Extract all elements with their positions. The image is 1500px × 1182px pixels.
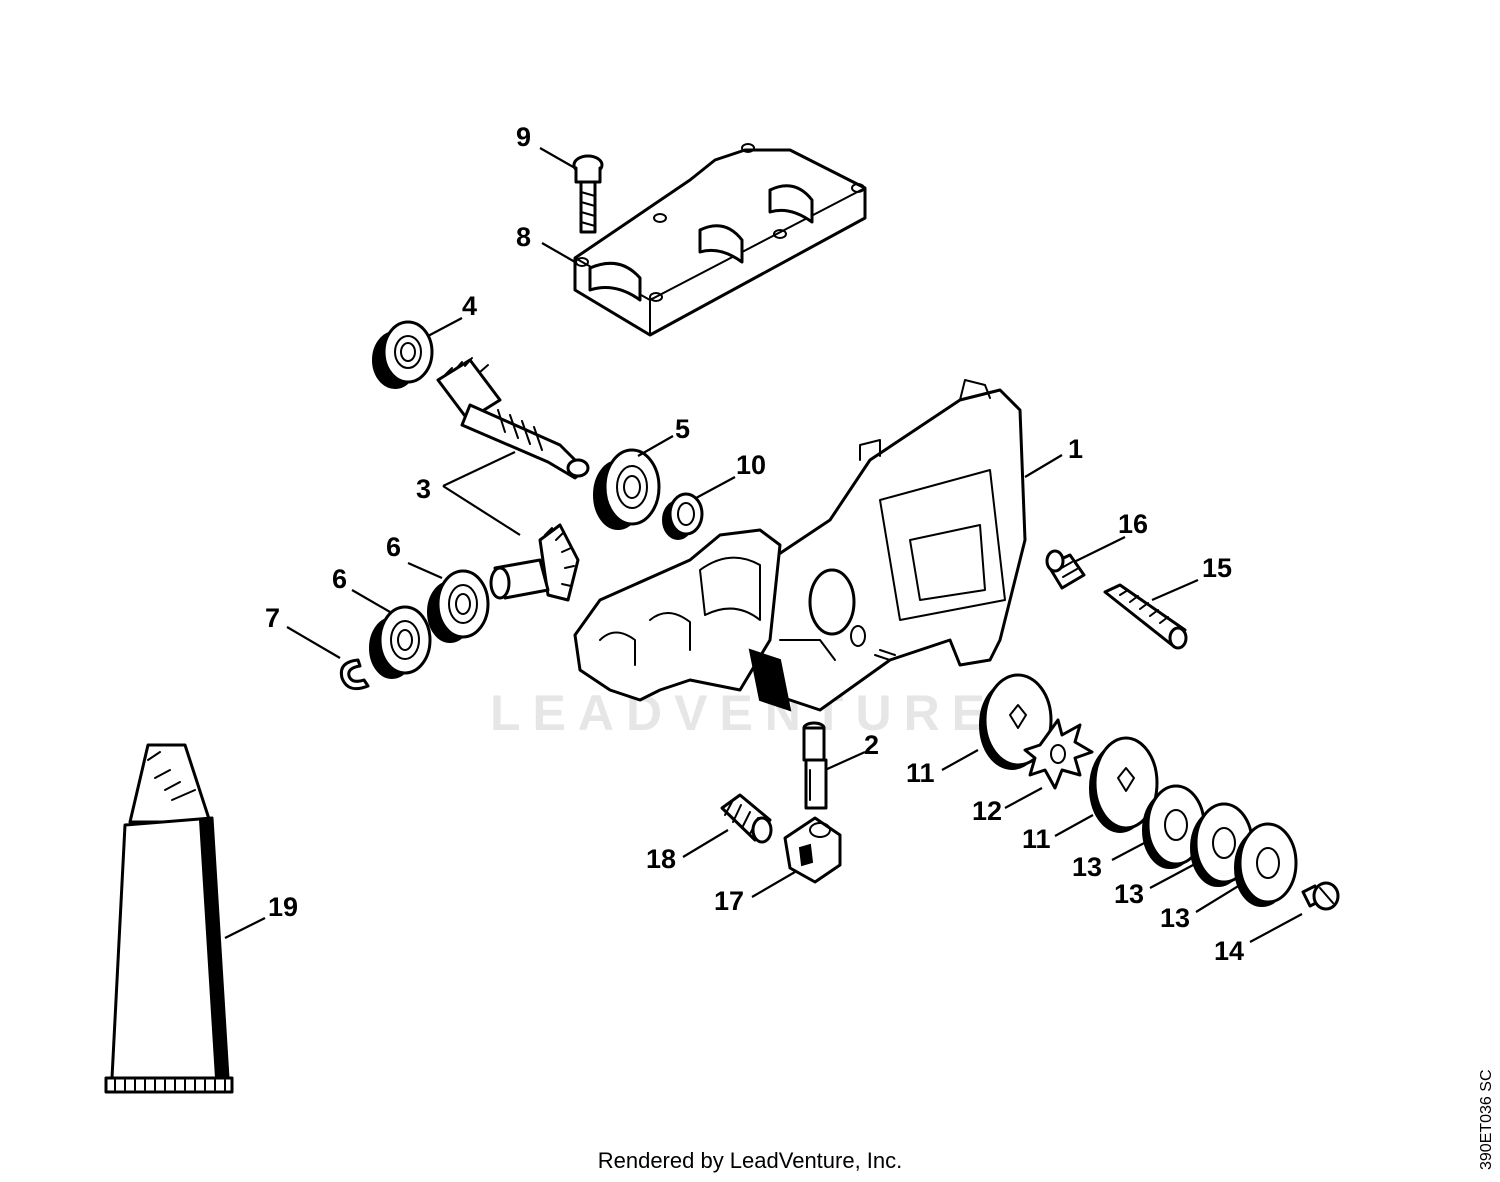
part-3-bevel-gear-lower (489, 523, 580, 602)
part-2-adjusting-pin (802, 721, 828, 810)
part-4-ball-bearing (372, 320, 434, 389)
part-3-bevel-gear-shaft (436, 357, 590, 480)
part-16-nut (1045, 549, 1086, 590)
part-18-spring (720, 793, 773, 844)
part-8-bearing-cover (573, 143, 867, 337)
callout-3: 3 (416, 474, 431, 504)
part-6-ball-bearing-b (369, 605, 432, 679)
part-9-screw (572, 154, 604, 234)
part-6-ball-bearing-a (427, 569, 490, 643)
callout-6b: 6 (332, 564, 347, 594)
part-15-stud (1103, 583, 1188, 650)
part-10-ring (662, 492, 704, 540)
callout-6a: 6 (386, 532, 401, 562)
callout-13a: 13 (1072, 852, 1102, 882)
callout-labels: 1 2 3 4 5 6 6 7 8 9 10 11 11 12 13 13 13… (265, 122, 1244, 966)
callout-16: 16 (1118, 509, 1148, 539)
part-11-washer-b (1089, 736, 1159, 833)
part-7-circlip (339, 658, 370, 691)
callout-4: 4 (462, 291, 477, 321)
callout-14: 14 (1214, 936, 1244, 966)
part-12-sprocket (1023, 718, 1094, 790)
part-13-washer-c (1234, 822, 1298, 907)
part-5-ball-bearing (593, 448, 661, 530)
callout-11b: 11 (1022, 824, 1051, 854)
callout-11a: 11 (906, 758, 935, 788)
part-19-grease-tube (104, 743, 234, 1094)
callout-7: 7 (265, 603, 280, 633)
callout-18: 18 (646, 844, 676, 874)
callout-12: 12 (972, 796, 1002, 826)
callout-15: 15 (1202, 553, 1232, 583)
callout-10: 10 (736, 450, 766, 480)
part-11-washer-a (979, 673, 1053, 770)
footer-credit: Rendered by LeadVenture, Inc. (597, 1148, 903, 1173)
callout-19: 19 (268, 892, 298, 922)
leader-lines (224, 147, 1303, 943)
callout-1: 1 (1068, 434, 1083, 464)
drawing-code: 390ET036 SC (1478, 1069, 1495, 1170)
part-17-tensioner-slide (783, 816, 842, 884)
callout-2: 2 (864, 730, 879, 760)
watermark: LEADVENTURE (490, 685, 997, 741)
callout-5: 5 (675, 414, 690, 444)
part-14-screw (1301, 881, 1340, 911)
part-1-gear-housing (573, 379, 1027, 712)
callout-9: 9 (516, 122, 531, 152)
callout-17: 17 (714, 886, 744, 916)
callout-13b: 13 (1114, 879, 1144, 909)
callout-13c: 13 (1160, 903, 1190, 933)
callout-8: 8 (516, 222, 531, 252)
